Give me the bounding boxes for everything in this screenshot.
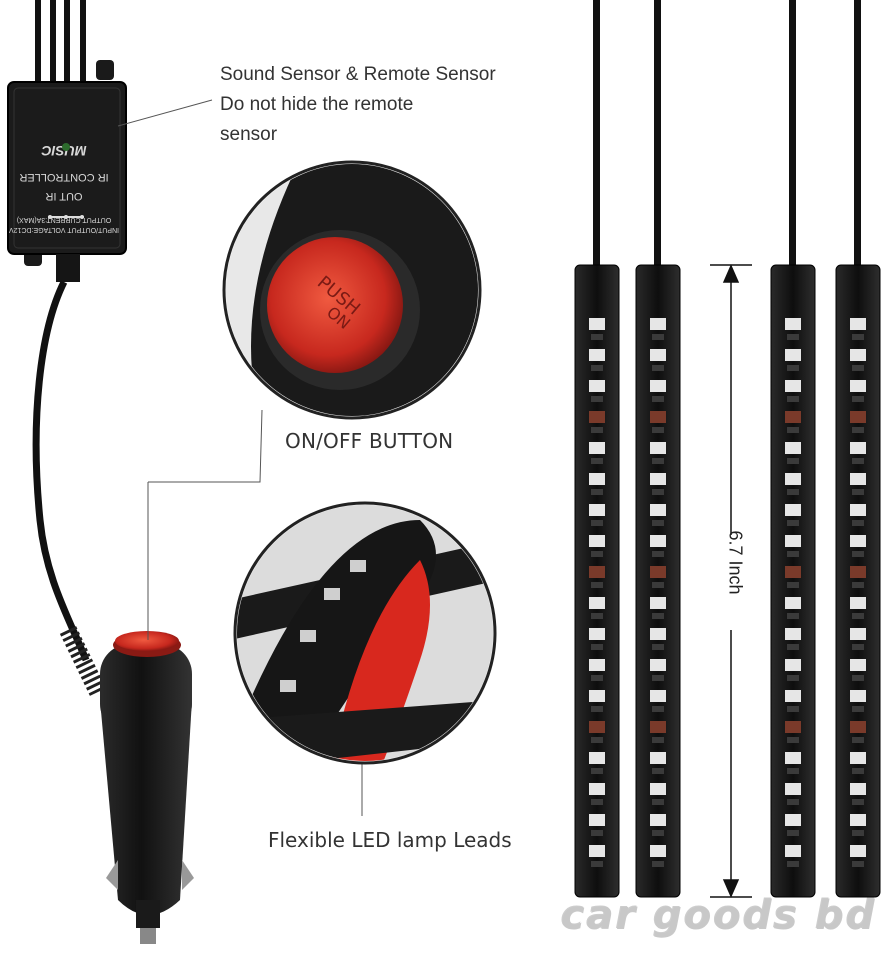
power-cable bbox=[32, 254, 107, 696]
led-chip bbox=[650, 659, 666, 671]
led-chip bbox=[785, 628, 801, 640]
led-chip bbox=[650, 566, 666, 578]
led-strip bbox=[770, 0, 816, 898]
led-chip bbox=[589, 318, 605, 330]
led-chip bbox=[589, 597, 605, 609]
controller-title-text: IR CONTROLLER bbox=[19, 171, 108, 183]
controller-spec-text: INPUT/OUTPUT VOLTAGE:DC12V bbox=[9, 226, 119, 233]
led-chip bbox=[850, 566, 866, 578]
led-chip bbox=[785, 411, 801, 423]
led-chip bbox=[785, 473, 801, 485]
led-chip bbox=[850, 845, 866, 857]
led-chip bbox=[589, 752, 605, 764]
led-chip bbox=[650, 845, 666, 857]
leader-lines bbox=[117, 99, 363, 816]
led-strips bbox=[574, 0, 881, 898]
led-chip bbox=[850, 783, 866, 795]
led-chip bbox=[589, 411, 605, 423]
button-closeup: PUSH ON bbox=[222, 160, 482, 420]
led-chip bbox=[850, 814, 866, 826]
led-chip bbox=[650, 380, 666, 392]
led-chip bbox=[650, 783, 666, 795]
led-chip bbox=[785, 597, 801, 609]
dimension-arrow bbox=[710, 264, 752, 898]
controller-cables bbox=[35, 0, 86, 90]
led-chip bbox=[650, 814, 666, 826]
led-chip bbox=[785, 318, 801, 330]
led-chip bbox=[589, 721, 605, 733]
led-chip bbox=[650, 597, 666, 609]
led-chip bbox=[850, 721, 866, 733]
led-chip bbox=[850, 504, 866, 516]
led-chip bbox=[589, 845, 605, 857]
led-chip bbox=[850, 318, 866, 330]
led-chip bbox=[850, 659, 866, 671]
led-chip bbox=[850, 628, 866, 640]
led-chip bbox=[589, 349, 605, 361]
led-chip bbox=[589, 380, 605, 392]
led-strip bbox=[835, 0, 881, 898]
led-chip bbox=[785, 783, 801, 795]
led-chip bbox=[650, 721, 666, 733]
led-chip bbox=[650, 411, 666, 423]
led-chip bbox=[650, 504, 666, 516]
on-off-button-label: ON/OFF BUTTON bbox=[285, 429, 454, 453]
led-chip bbox=[589, 535, 605, 547]
led-chip bbox=[650, 628, 666, 640]
led-chip bbox=[650, 442, 666, 454]
led-chip bbox=[850, 473, 866, 485]
cigarette-plug bbox=[100, 631, 194, 944]
led-chip bbox=[589, 814, 605, 826]
led-chip bbox=[850, 349, 866, 361]
led-chip bbox=[589, 504, 605, 516]
led-chip bbox=[785, 535, 801, 547]
led-chip bbox=[785, 752, 801, 764]
led-chip bbox=[785, 504, 801, 516]
sensor-annotation: Sound Sensor & Remote Sensor Do not hide… bbox=[220, 60, 496, 150]
led-chip bbox=[650, 690, 666, 702]
led-chip bbox=[650, 318, 666, 330]
led-chip bbox=[650, 473, 666, 485]
led-chip bbox=[785, 442, 801, 454]
sensor-line-1: Sound Sensor & Remote Sensor bbox=[220, 64, 496, 85]
sensor-line-3: sensor bbox=[220, 124, 278, 145]
led-chip bbox=[785, 380, 801, 392]
led-strip bbox=[635, 0, 681, 898]
led-chip bbox=[785, 690, 801, 702]
led-chip bbox=[785, 845, 801, 857]
led-chip bbox=[785, 566, 801, 578]
led-chip bbox=[785, 814, 801, 826]
led-chip bbox=[589, 659, 605, 671]
led-chip bbox=[650, 349, 666, 361]
led-chip bbox=[850, 380, 866, 392]
led-chip bbox=[589, 566, 605, 578]
length-label: 6.7 Inch bbox=[725, 530, 746, 595]
sensor-line-2: Do not hide the remote bbox=[220, 94, 414, 115]
led-chip bbox=[589, 442, 605, 454]
led-chip bbox=[850, 442, 866, 454]
flexible-leads-label: Flexible LED lamp Leads bbox=[268, 828, 512, 852]
led-chip bbox=[589, 628, 605, 640]
led-chip bbox=[589, 473, 605, 485]
watermark: car goods bd bbox=[560, 892, 876, 938]
controller-spec2-text: OUTPUT CURRENT:3A(MAX) bbox=[17, 216, 111, 223]
led-chip bbox=[850, 411, 866, 423]
leads-closeup bbox=[233, 501, 497, 765]
led-strip bbox=[574, 0, 620, 898]
controller-ports-text: OUT IR bbox=[45, 190, 82, 202]
led-chip bbox=[589, 783, 605, 795]
led-chip bbox=[850, 690, 866, 702]
ir-controller-box: INPUT/OUTPUT VOLTAGE:DC12V OUTPUT CURREN… bbox=[7, 60, 127, 266]
led-chip bbox=[785, 659, 801, 671]
led-chip bbox=[785, 721, 801, 733]
controller-brand-text: MUSIC bbox=[41, 143, 87, 159]
led-chip bbox=[850, 597, 866, 609]
led-chip bbox=[589, 690, 605, 702]
led-chip bbox=[650, 752, 666, 764]
led-chip bbox=[650, 535, 666, 547]
led-chip bbox=[850, 535, 866, 547]
led-chip bbox=[785, 349, 801, 361]
led-chip bbox=[850, 752, 866, 764]
